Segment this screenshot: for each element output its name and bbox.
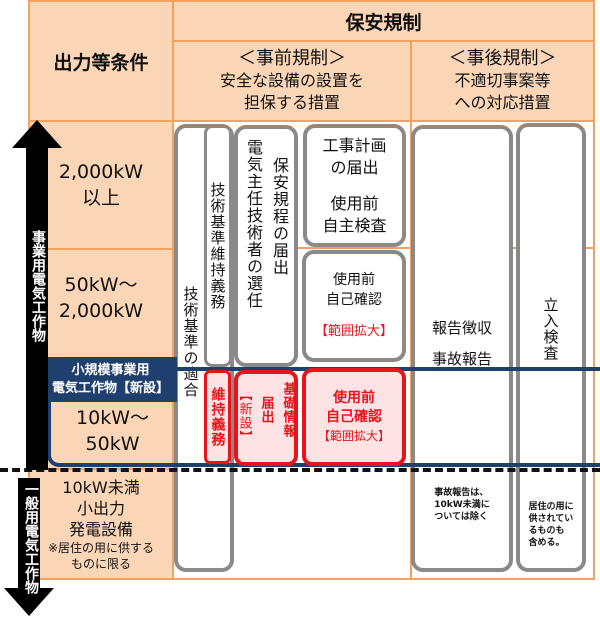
safety-rules-text: 保安規程の届出 [270, 157, 289, 276]
accident-note-2: 10kW未満に [434, 500, 490, 510]
arrow-down-icon [4, 478, 54, 616]
inspection-note-3: るものも [528, 526, 565, 536]
safety-rules-box: 保安規程の届出 電気主任技術者の選任 [234, 125, 298, 367]
down-arrow: 一般用電気工作物 [4, 478, 54, 616]
upper-arrow-text: 事業用電気工作物 [30, 230, 46, 342]
row4-note1: ※居住の用に供する [47, 540, 155, 555]
row4-line1: 10kW未満 [62, 477, 140, 497]
dashed-divider [0, 468, 600, 472]
report-collect: 報告徴収 [431, 319, 492, 337]
pre-sub2: 担保する措置 [243, 93, 340, 112]
accident-report: 事故報告 [431, 350, 492, 368]
self-check-2: 自己確認 [326, 292, 382, 308]
chief-engineer-text: 電気主任技術者の選任 [244, 139, 263, 309]
maintain-new-text: 維持義務 [209, 387, 226, 447]
maintain-new-box: 維持義務 [204, 370, 231, 464]
tech-maintain-box: 技術基準維持義務 [204, 125, 232, 367]
self-check-1: 使用前 [333, 272, 375, 288]
inspection-note-1: 居住の用に [528, 502, 574, 512]
accident-note-3: ついては除く [434, 512, 488, 522]
row-2000kw: 2,000kW 以上 [28, 120, 174, 250]
self-check-box: 使用前 自己確認 【範囲拡大】 [302, 250, 406, 362]
self-check-new-expand: 【範囲拡大】 [317, 428, 390, 443]
row2-line2: 2,000kW [58, 300, 144, 322]
lower-arrow-text: 一般用電気工作物 [23, 482, 39, 594]
condition-label: 出力等条件 [53, 51, 149, 74]
pre-regulation-header: ＜事前規制＞ 安全な設備の設置を 担保する措置 [172, 40, 412, 122]
inspection-note-4: 含める。 [528, 538, 565, 548]
row3-line2: 50kW [85, 433, 140, 455]
accident-note-1: 事故報告は、 [434, 488, 489, 498]
small-scale-line1: 小規模事業用 [71, 362, 150, 378]
basic-info-1: 基礎情報 [280, 382, 296, 438]
self-check-new-box: 使用前 自己確認 【範囲拡大】 [302, 368, 406, 466]
row1-line2: 以上 [81, 187, 120, 209]
row1-line1: 2,000kW [58, 161, 144, 183]
tech-maintain-text: 技術基準維持義務 [208, 182, 227, 310]
regulation-header: 保安規制 [172, 0, 595, 42]
pre-use-inspection-2: 自主検査 [322, 215, 387, 235]
pre-sub1: 安全な設備の設置を [219, 71, 364, 90]
construction-plan-box: 工事計画 の届出 使用前 自主検査 [303, 124, 406, 247]
inspection-note-2: 供されてい [528, 514, 574, 524]
inspection-text: 立入検査 [541, 297, 560, 361]
construction-plan-1: 工事計画 [322, 135, 387, 155]
row4-line3: 発電設備 [68, 519, 133, 539]
basic-info-3: 【新設】 [236, 388, 252, 444]
small-scale-line2: 電気工作物【新設】 [51, 380, 169, 396]
regulation-label: 保安規制 [345, 11, 422, 34]
post-sub2: への対応措置 [454, 93, 551, 112]
row4-line2: 小出力 [76, 498, 125, 518]
row2-line1: 50kW～ [64, 274, 138, 296]
pre-use-inspection-1: 使用前 [330, 193, 379, 213]
row-10kw: 10kW～ 50kW [55, 400, 170, 462]
basic-info-2: 届出 [258, 396, 274, 424]
row-divider [172, 247, 595, 249]
self-check-new-1: 使用前 [333, 389, 375, 406]
report-box: 報告徴収 事故報告 事故報告は、 10kW未満に ついては除く [411, 125, 513, 572]
up-arrow: 事業用電気工作物 [12, 120, 62, 470]
condition-header: 出力等条件 [28, 0, 174, 122]
small-scale-label: 小規模事業用 電気工作物【新設】 [44, 357, 177, 402]
self-check-expand: 【範囲拡大】 [314, 324, 393, 339]
post-sub1: 不適切事案等 [454, 71, 551, 90]
row4-note2: ものに限る [70, 556, 131, 571]
inspection-box: 立入検査 居住の用に 供されてい るものも 含める。 [516, 123, 586, 572]
row3-line1: 10kW～ [76, 407, 149, 429]
basic-info-box: 基礎情報 届出 【新設】 [234, 370, 298, 466]
arrow-up-icon [12, 120, 62, 470]
post-title: ＜事後規制＞ [448, 48, 557, 69]
pre-title: ＜事前規制＞ [238, 48, 346, 69]
self-check-new-2: 自己確認 [326, 408, 382, 425]
construction-plan-2: の届出 [330, 157, 379, 177]
post-regulation-header: ＜事後規制＞ 不適切事案等 への対応措置 [410, 40, 595, 122]
